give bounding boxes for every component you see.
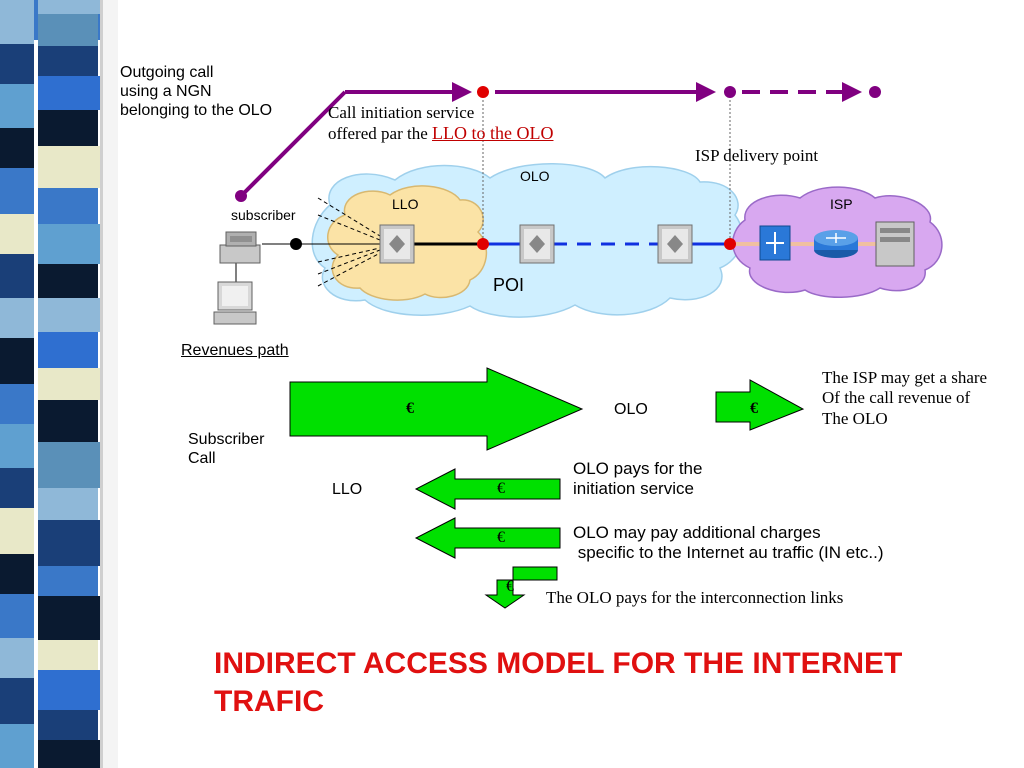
call-end-dot: [869, 86, 881, 98]
isp-delivery-node: [724, 238, 736, 250]
llo-fan-lines: [317, 197, 381, 287]
olo-pays-initiation-text: OLO pays for the initiation service: [573, 459, 702, 500]
interconnection-payment-arrow: [484, 566, 558, 609]
isp-router-icon: [814, 230, 858, 258]
olo-network-label: OLO: [520, 168, 550, 184]
outgoing-call-line2: using a NGN: [120, 83, 212, 101]
olo-pays-line2: initiation service: [573, 479, 694, 499]
isp-switch-icon: [759, 225, 791, 261]
euro-symbol-subscriber-call: €: [406, 400, 414, 417]
euro-symbol-isp-share: €: [750, 400, 758, 417]
isp-share-line2: Of the call revenue of: [822, 388, 971, 408]
poi-dot-top: [477, 86, 489, 98]
outgoing-call-label: Outgoing call using a NGN belonging to t…: [120, 63, 272, 121]
subscriber-call-line2: Call: [188, 450, 216, 468]
isp-share-arrow: [715, 379, 805, 431]
subscriber-node: [290, 238, 302, 250]
olo-revenue-label: OLO: [614, 401, 648, 418]
decorative-side-stripe: [0, 0, 118, 768]
additional-charges-arrow: [414, 517, 561, 559]
call-path: [235, 82, 881, 202]
llo-to-olo-link[interactable]: LLO to the OLO: [432, 123, 554, 144]
llo-revenue-label: LLO: [332, 481, 363, 498]
isp-network-label: ISP: [830, 196, 853, 212]
stripe-column-right: [34, 0, 104, 768]
subscriber-call-revenue-arrow: [289, 367, 584, 451]
isp-share-line3: The OLO: [822, 408, 888, 428]
olo-switch-1-icon: [519, 224, 555, 264]
isp-delivery-point-label: ISP delivery point: [695, 146, 819, 165]
olo-additional-charges-text: OLO may pay additional charges specific …: [573, 523, 884, 564]
stripe-column-left: [0, 0, 34, 768]
call-initiation-line1: Call initiation service: [328, 103, 475, 122]
olo-extra-line2: specific to the Internet au traffic (IN …: [573, 543, 884, 563]
outgoing-call-line3: belonging to the OLO: [120, 102, 273, 120]
olo-extra-line1: OLO may pay additional charges: [573, 523, 821, 542]
llo-switch-icon: [379, 224, 415, 264]
olo-pays-line1: OLO pays for the: [573, 459, 703, 478]
telephone-icon: [219, 231, 261, 264]
computer-icon: [213, 281, 257, 325]
olo-switch-2-icon: [657, 224, 693, 264]
call-origin-dot: [235, 190, 247, 202]
outgoing-call-line1: Outgoing call: [120, 64, 214, 81]
call-initiation-prefix: offered par the: [328, 124, 428, 144]
isp-share-text: The ISP may get a share Of the call reve…: [822, 368, 987, 429]
initiation-payment-arrow: [414, 468, 561, 510]
call-initiation-label: Call initiation service offered par the …: [328, 103, 553, 145]
isp-server-icon: [875, 221, 915, 267]
interconnection-text: The OLO pays for the interconnection lin…: [546, 588, 844, 607]
subscriber-call-label: Subscriber Call: [188, 430, 264, 468]
euro-symbol-initiation: €: [497, 480, 505, 497]
llo-network-label: LLO: [392, 196, 419, 212]
euro-symbol-interconnection: €: [506, 578, 514, 595]
poi-label: POI: [493, 275, 525, 295]
call-initiation-line2: offered par the LLO to the OLO: [328, 123, 553, 145]
isp-share-line1: The ISP may get a share: [822, 368, 988, 387]
poi-node: [477, 238, 489, 250]
euro-symbol-additional: €: [497, 529, 505, 546]
slide-title: INDIRECT ACCESS MODEL FOR THE INTERNET T…: [214, 647, 903, 718]
subscriber-call-line1: Subscriber: [188, 431, 265, 448]
revenues-path-heading: Revenues path: [181, 342, 289, 359]
isp-delivery-dot-top: [724, 86, 736, 98]
subscriber-label: subscriber: [231, 207, 296, 223]
